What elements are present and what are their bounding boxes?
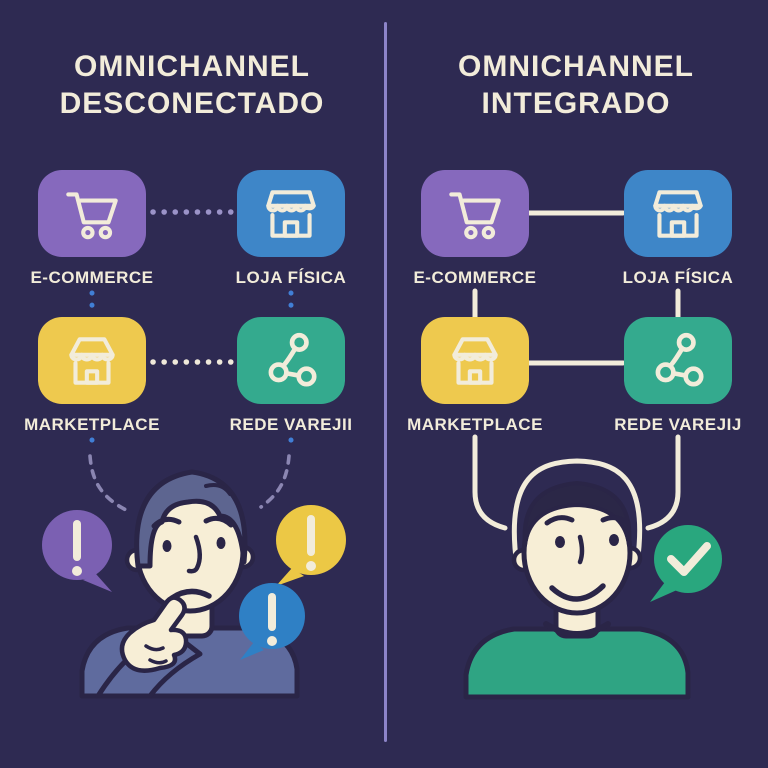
eyebrow bbox=[151, 516, 182, 529]
tile-loja-fisica-left bbox=[237, 170, 345, 257]
right-title-line1: OMNICHANNEL bbox=[458, 50, 694, 83]
market-store-icon bbox=[452, 336, 498, 385]
shopping-cart-icon bbox=[449, 191, 501, 239]
channel-label-marketplace-left: MARKETPLACE bbox=[24, 415, 160, 434]
check-icon bbox=[667, 542, 711, 576]
exclamation-icon bbox=[306, 515, 316, 571]
left-title-line2: DESCONECTADO bbox=[59, 87, 325, 120]
storefront-icon bbox=[266, 189, 316, 238]
tile-rede-varejii-left bbox=[237, 317, 345, 404]
exclamation-bubble-yellow bbox=[276, 505, 346, 586]
left-dotted-connectors bbox=[88, 209, 294, 513]
dashed-curve-left bbox=[88, 454, 130, 513]
smile-mouth bbox=[549, 583, 606, 602]
panel-divider bbox=[384, 22, 387, 742]
exclamation-icon bbox=[267, 593, 277, 646]
happy-person-illustration bbox=[463, 458, 691, 700]
tile-marketplace-right bbox=[421, 317, 529, 404]
tile-ecommerce-right bbox=[421, 170, 529, 257]
eye bbox=[555, 536, 565, 548]
happy-person-hair bbox=[522, 481, 632, 547]
confused-person-hand bbox=[119, 595, 189, 673]
eyebrow bbox=[600, 515, 631, 526]
tile-ecommerce-left bbox=[38, 170, 146, 257]
dashed-curve-right bbox=[259, 454, 291, 509]
collar bbox=[543, 621, 611, 637]
channel-label-rede-varejii-left: REDE VAREJII bbox=[229, 415, 353, 434]
channel-label-marketplace-right: MARKETPLACE bbox=[407, 415, 543, 434]
eye bbox=[609, 534, 619, 546]
confused-person-illustration bbox=[79, 469, 300, 699]
shopping-cart-icon bbox=[66, 191, 118, 239]
storefront-icon bbox=[653, 189, 703, 238]
channel-label-loja-fisica-right: LOJA FÍSICA bbox=[622, 268, 734, 287]
finger-lines bbox=[144, 644, 168, 665]
right-panel-title: OMNICHANNEL INTEGRADO bbox=[384, 48, 768, 122]
solid-curve-right bbox=[645, 434, 681, 531]
tile-marketplace-left bbox=[38, 317, 146, 404]
channel-label-rede-varejij-right: REDE VAREJIJ bbox=[614, 415, 742, 434]
right-title-line2: INTEGRADO bbox=[481, 87, 671, 120]
happy-person-torso bbox=[463, 626, 691, 700]
exclamation-bubble-purple bbox=[42, 510, 112, 592]
market-store-icon bbox=[69, 336, 115, 385]
channel-label-ecommerce-right: E-COMMERCE bbox=[413, 268, 537, 287]
hair-swirl bbox=[204, 483, 232, 496]
checkmark-bubble-green bbox=[650, 525, 722, 602]
channel-label-ecommerce-left: E-COMMERCE bbox=[30, 268, 154, 287]
solid-curve-left bbox=[472, 434, 508, 531]
left-title-line1: OMNICHANNEL bbox=[74, 50, 310, 83]
exclamation-bubble-blue bbox=[239, 583, 305, 660]
share-network-icon bbox=[655, 332, 704, 387]
share-network-icon bbox=[268, 332, 317, 387]
channel-label-loja-fisica-left: LOJA FÍSICA bbox=[235, 268, 347, 287]
nose bbox=[577, 534, 585, 565]
eye bbox=[216, 537, 226, 549]
tile-rede-varejij-right bbox=[624, 317, 732, 404]
eyebrow bbox=[544, 515, 575, 526]
nose bbox=[186, 534, 202, 574]
exclamation-icon bbox=[72, 520, 82, 576]
eye bbox=[162, 540, 172, 552]
left-panel-title: OMNICHANNEL DESCONECTADO bbox=[0, 48, 384, 122]
head-outline-arc bbox=[511, 458, 643, 569]
tile-loja-fisica-right bbox=[624, 170, 732, 257]
right-solid-connectors bbox=[472, 210, 681, 531]
eyebrow bbox=[203, 515, 234, 528]
